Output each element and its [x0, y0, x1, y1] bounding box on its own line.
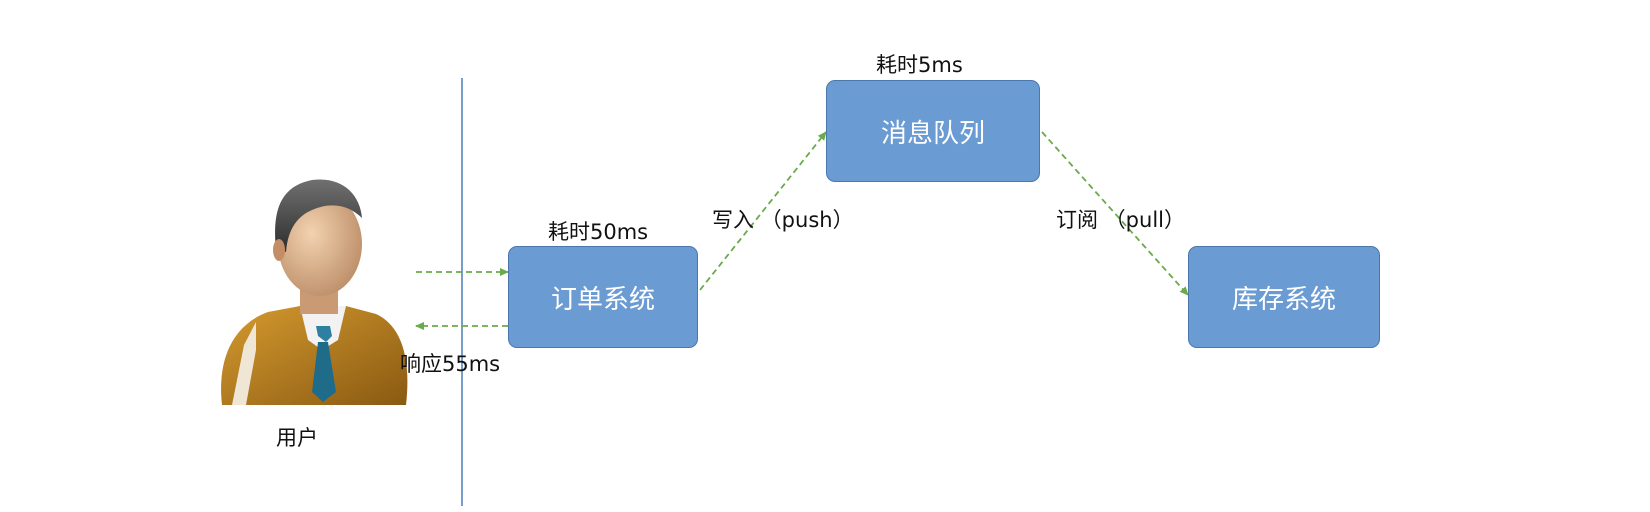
order-system-label: 订单系统	[550, 284, 655, 315]
pull-label: 订阅 （pull）	[1056, 208, 1185, 232]
inventory-system-box: 库存系统	[1188, 246, 1380, 348]
arrow-pull	[1041, 131, 1189, 296]
response-label: 响应55ms	[400, 352, 501, 376]
user-label: 用户	[276, 426, 318, 450]
order-system-box: 订单系统	[508, 246, 698, 348]
message-queue-label: 消息队列	[880, 118, 985, 149]
user-avatar-icon	[221, 179, 408, 405]
inventory-system-label: 库存系统	[1231, 284, 1336, 315]
push-label: 写入 （push）	[712, 208, 854, 232]
mq-time-label: 耗时5ms	[876, 53, 963, 77]
order-time-label: 耗时50ms	[548, 220, 649, 244]
message-queue-box: 消息队列	[826, 80, 1040, 182]
arrow-push	[699, 131, 827, 291]
